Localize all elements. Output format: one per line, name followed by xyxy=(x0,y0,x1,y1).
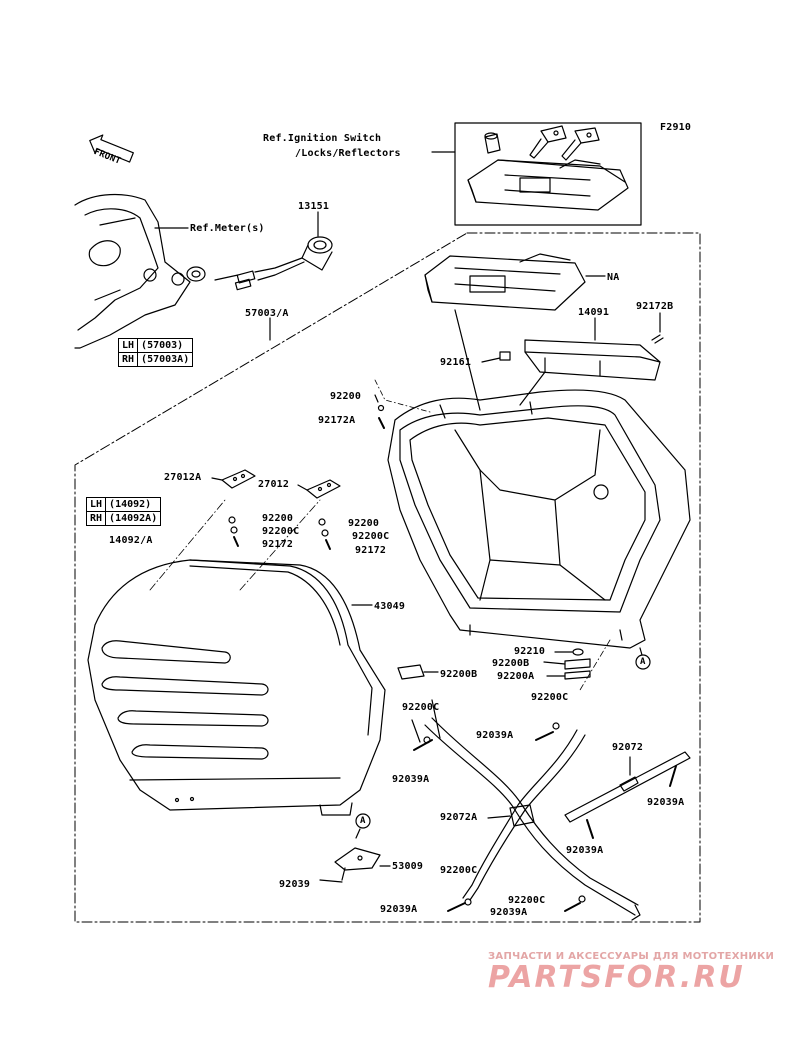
plate-92200b xyxy=(397,664,425,680)
part-92072a: 92072A xyxy=(440,812,478,823)
bracket-27012 xyxy=(306,479,341,499)
table-cell: LH xyxy=(117,338,139,353)
reflector-bar xyxy=(524,339,661,381)
part-92172-r1: 92172 xyxy=(355,545,387,556)
section-outline xyxy=(74,232,701,923)
table-14092: LH(14092) RH(14092A) xyxy=(85,497,162,526)
part-92200-r1: 92200 xyxy=(348,518,380,529)
hinge-53009 xyxy=(334,847,381,881)
meter-ref: Ref.Meter(s) xyxy=(190,223,265,234)
part-92200c-r1: 92200C xyxy=(352,531,390,542)
part-92039a-e: 92039A xyxy=(380,904,418,915)
part-92200a-r: 92200A xyxy=(497,671,535,682)
table-cell: (57003) xyxy=(137,338,194,353)
key-icon xyxy=(529,125,567,159)
figure-code: F2910 xyxy=(660,122,692,133)
screw-92172b xyxy=(651,334,664,344)
watermark-subtitle: ЗАПЧАСТИ И АКСЕССУАРЫ ДЛЯ МОТОТЕХНИКИ xyxy=(488,951,775,962)
part-92172-l1: 92172 xyxy=(262,539,294,550)
part-92200c-l1: 92200C xyxy=(262,526,300,537)
part-92200b-r: 92200B xyxy=(492,658,530,669)
part-92039a-c: 92039A xyxy=(647,797,685,808)
part-14092: 14092/A xyxy=(109,535,153,546)
part-92200c-a: 92200C xyxy=(531,692,569,703)
lock-cylinder-icon xyxy=(484,132,501,154)
front-arrow-icon xyxy=(89,134,134,163)
part-53009: 53009 xyxy=(392,861,424,872)
part-92039a-b: 92039A xyxy=(392,774,430,785)
part-92200-l1: 92200 xyxy=(262,513,294,524)
part-92200-top: 92200 xyxy=(330,391,362,402)
part-92039a-d: 92039A xyxy=(566,845,604,856)
part-13151: 13151 xyxy=(298,201,330,212)
strap-92072a xyxy=(424,717,641,921)
part-92039a-a: 92039A xyxy=(476,730,514,741)
part-92072: 92072 xyxy=(612,742,644,753)
part-92039: 92039 xyxy=(279,879,311,890)
ignition-ref-line2: /Locks/Reflectors xyxy=(295,148,401,159)
cushion-92161 xyxy=(499,351,511,361)
table-57003: LH(57003) RH(57003A) xyxy=(117,338,194,367)
ignition-ref-line1: Ref.Ignition Switch xyxy=(263,133,382,144)
part-92172b: 92172B xyxy=(636,301,674,312)
part-92200c-c: 92200C xyxy=(440,865,478,876)
part-92039a-f: 92039A xyxy=(490,907,528,918)
table-cell: (57003A) xyxy=(137,352,194,367)
strap-92072 xyxy=(564,751,691,823)
saddlebag-case xyxy=(387,389,691,649)
part-14091: 14091 xyxy=(578,307,610,318)
key-icon-2 xyxy=(561,127,600,161)
mark-a-2: A xyxy=(360,816,366,826)
mark-a-1: A xyxy=(640,657,646,667)
ignition-module xyxy=(467,159,629,211)
table-cell: RH xyxy=(85,511,107,526)
part-43049: 43049 xyxy=(374,601,406,612)
ignition-ref-box xyxy=(454,122,642,226)
part-92200c-b: 92200C xyxy=(402,702,440,713)
part-na: NA xyxy=(607,272,620,283)
table-cell: (14092A) xyxy=(105,511,162,526)
fairing-meter xyxy=(74,193,206,349)
bracket-27012a xyxy=(221,469,256,489)
saddlebag-lid xyxy=(87,559,386,816)
na-module xyxy=(424,253,586,311)
table-cell: LH xyxy=(85,497,107,512)
ignition-switch xyxy=(214,236,333,291)
table-cell: RH xyxy=(117,352,139,367)
part-27012: 27012 xyxy=(258,479,290,490)
part-92200c-d: 92200C xyxy=(508,895,546,906)
part-92172a-top: 92172A xyxy=(318,415,356,426)
part-92161: 92161 xyxy=(440,357,472,368)
watermark-logo: PARTSFOR.RU xyxy=(488,960,745,995)
part-92210: 92210 xyxy=(514,646,546,657)
part-27012a: 27012A xyxy=(164,472,202,483)
part-57003: 57003/A xyxy=(245,308,289,319)
table-cell: (14092) xyxy=(105,497,162,512)
part-92200b-m: 92200B xyxy=(440,669,478,680)
